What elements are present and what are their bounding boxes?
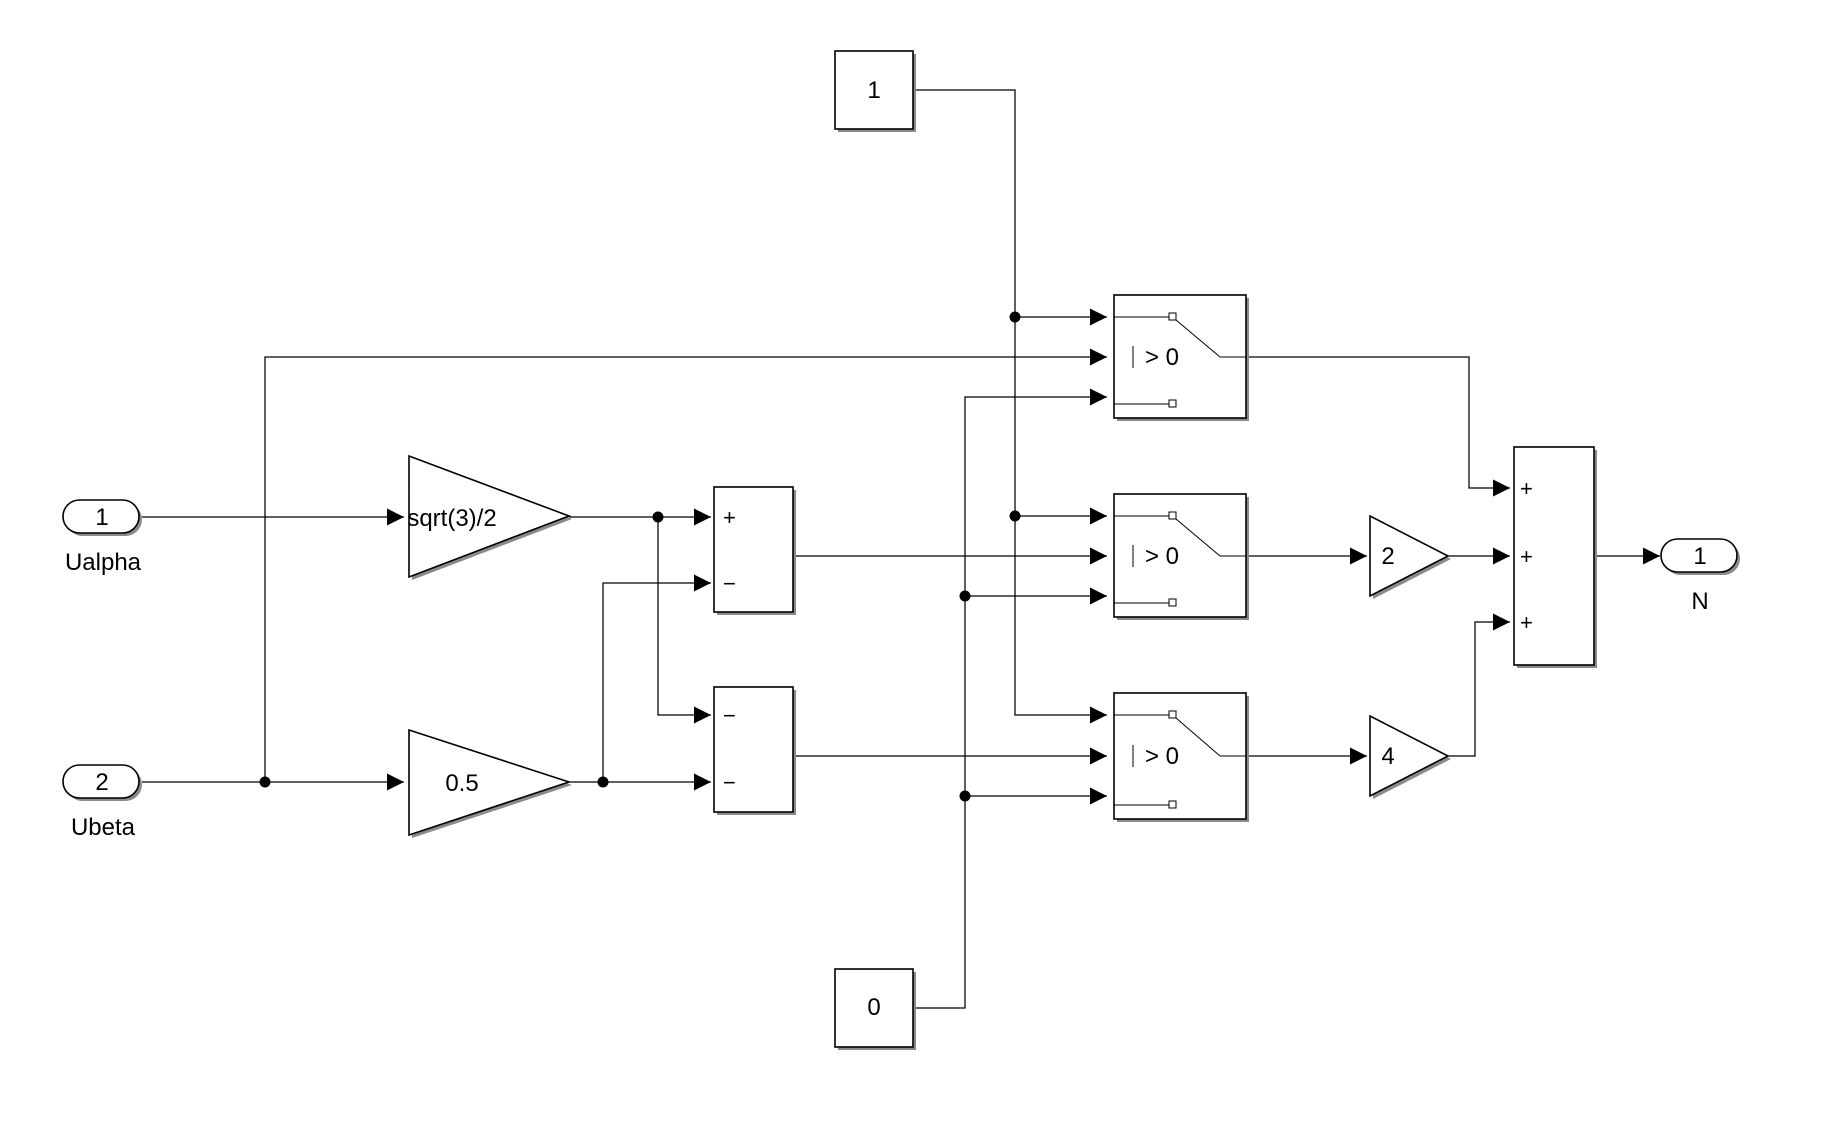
sum-block-upper[interactable]: + − xyxy=(713,486,796,615)
branch-dot xyxy=(1009,311,1021,323)
branch-dot xyxy=(959,790,971,802)
gain-four[interactable]: 4 xyxy=(1369,714,1451,799)
sum-sign: + xyxy=(1520,476,1533,501)
wire-sqrt-to-sum-lower xyxy=(657,517,711,724)
constant-value: 1 xyxy=(867,77,880,104)
gain-two[interactable]: 2 xyxy=(1369,514,1451,599)
signal-lines xyxy=(142,89,1660,1009)
constant-block-1[interactable]: 1 xyxy=(834,50,916,132)
branch-dot xyxy=(959,590,971,602)
sum-sign: − xyxy=(723,703,736,728)
branch-points xyxy=(259,311,1021,802)
inport-label: Ubeta xyxy=(71,814,136,841)
constant-block-0[interactable]: 0 xyxy=(834,968,916,1050)
sum-sign: − xyxy=(723,770,736,795)
sum-block-final[interactable]: + + + xyxy=(1513,446,1597,668)
switch-block-3[interactable]: > 0 xyxy=(1113,692,1249,822)
gain-value: sqrt(3)/2 xyxy=(407,505,496,532)
gain-half[interactable]: 0.5 xyxy=(408,728,572,838)
wire-half-to-sum-upper xyxy=(602,574,711,782)
inport-ualpha[interactable]: 1 Ualpha xyxy=(62,499,142,576)
gain-sqrt3-over-2[interactable]: sqrt(3)/2 xyxy=(407,454,572,580)
wire-const0-to-switch1 xyxy=(915,388,1107,1009)
sum-sign: + xyxy=(723,505,736,530)
branch-dot xyxy=(1009,510,1021,522)
branch-dot xyxy=(597,776,609,788)
outport-number: 1 xyxy=(1693,543,1706,570)
switch-criteria: > 0 xyxy=(1145,344,1179,371)
inport-ubeta[interactable]: 2 Ubeta xyxy=(62,764,142,841)
sum-sign: + xyxy=(1520,610,1533,635)
gain-value: 0.5 xyxy=(445,770,478,797)
sum-sign: + xyxy=(1520,544,1533,569)
outport-label: N xyxy=(1691,588,1708,615)
gain-value: 2 xyxy=(1381,543,1394,570)
wire-switch1-to-sum-final xyxy=(1245,356,1510,497)
branch-dot xyxy=(259,776,271,788)
branch-dot xyxy=(652,511,664,523)
inport-number: 2 xyxy=(95,769,108,796)
sum-sign: − xyxy=(723,571,736,596)
wire-gain4-to-sum-final xyxy=(1448,613,1510,757)
switch-block-2[interactable]: > 0 xyxy=(1113,493,1249,620)
inport-label: Ualpha xyxy=(65,549,142,576)
switch-criteria: > 0 xyxy=(1145,743,1179,770)
constant-value: 0 xyxy=(867,994,880,1021)
switch-criteria: > 0 xyxy=(1145,543,1179,570)
inport-number: 1 xyxy=(95,504,108,531)
outport-n[interactable]: 1 N xyxy=(1660,538,1740,615)
switch-block-1[interactable]: > 0 xyxy=(1113,294,1249,421)
wire-const1-to-switch3 xyxy=(915,89,1107,724)
wire-ubeta-to-switch1 xyxy=(264,348,1107,782)
sum-block-lower[interactable]: − − xyxy=(713,686,796,815)
gain-value: 4 xyxy=(1381,743,1394,770)
